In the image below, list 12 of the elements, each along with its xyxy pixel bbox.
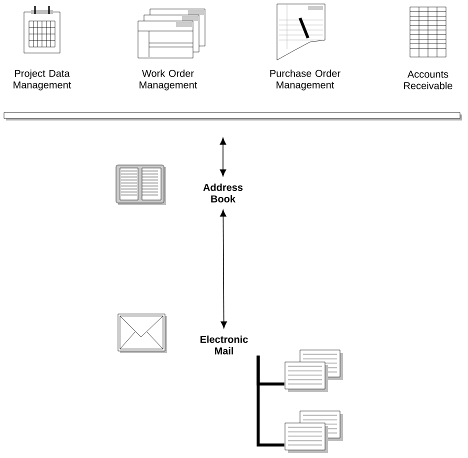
document-stack-drawing: [284, 410, 343, 453]
connector-line: [256, 356, 284, 446]
document-stack-drawing: [284, 350, 343, 392]
bus-bar: [4, 112, 462, 120]
node-label: Purchase Order Management: [270, 70, 340, 90]
double-arrow: [220, 138, 226, 176]
node-label: Accounts Receivable: [404, 70, 452, 90]
double-arrow: [220, 210, 227, 328]
node-label: Address Book: [203, 184, 243, 202]
node-label: Work Order Management: [140, 70, 198, 90]
node-label: Electronic Mail: [200, 336, 248, 354]
node-label: Project Data Management: [14, 70, 72, 90]
